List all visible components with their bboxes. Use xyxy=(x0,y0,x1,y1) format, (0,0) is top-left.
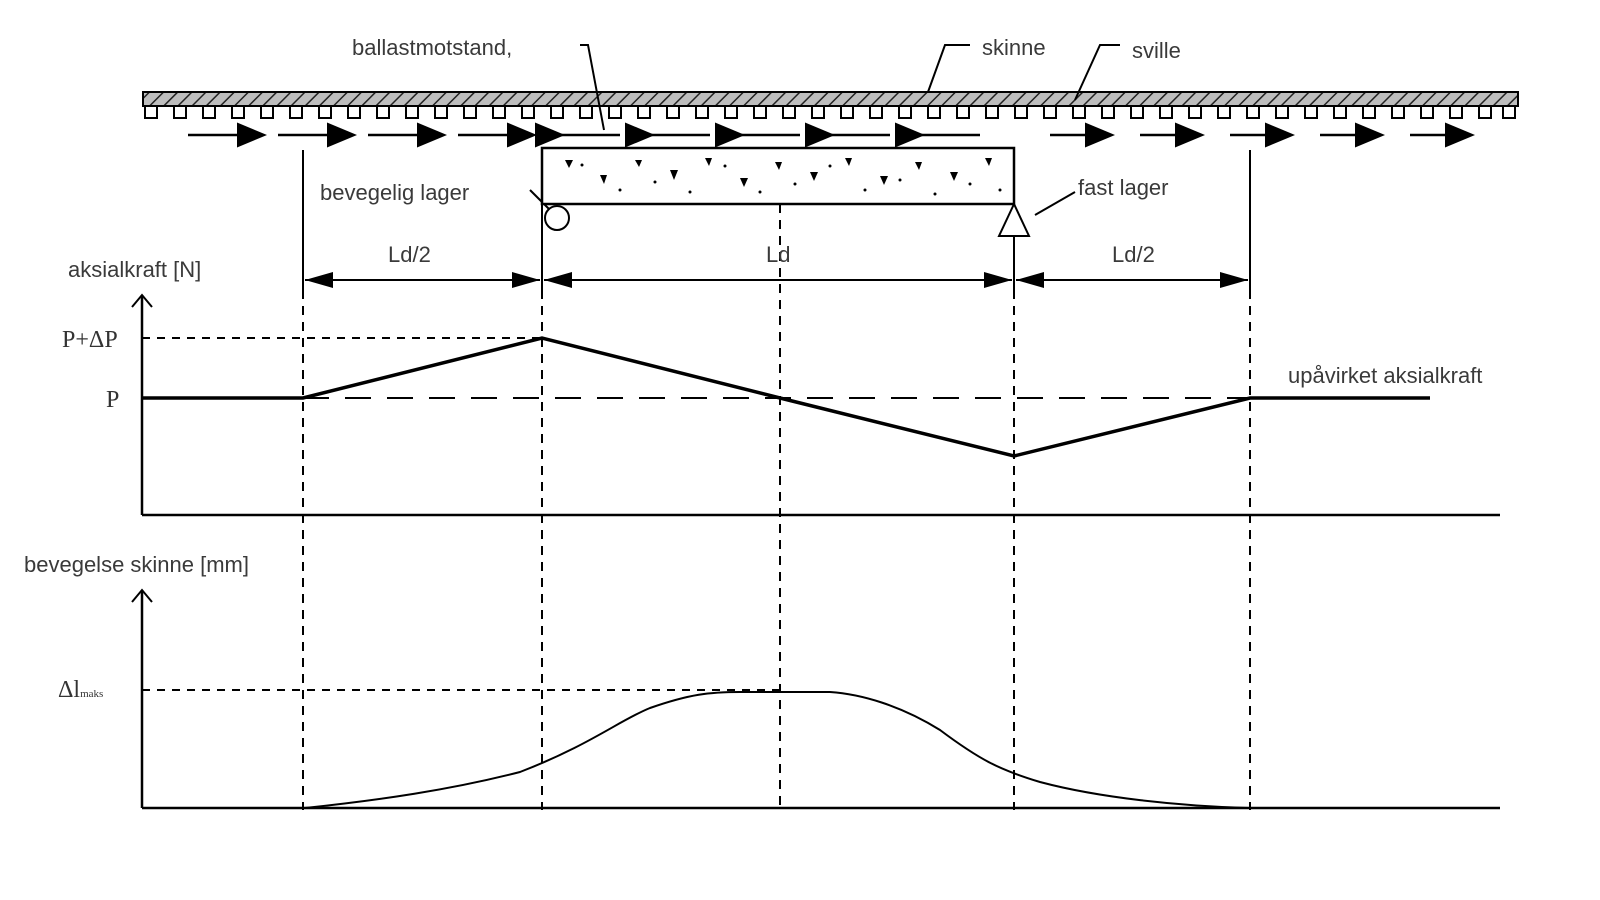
axial-force-chart xyxy=(131,293,1500,517)
tick-p: P xyxy=(106,387,119,413)
bridge-deck xyxy=(540,146,1016,206)
dashed-reference-lines xyxy=(302,204,1251,810)
span-left-label: Ld/2 xyxy=(388,242,431,267)
span-right-label: Ld/2 xyxy=(1112,242,1155,267)
span-mid-label: Ld xyxy=(766,242,790,267)
sleeper-label: sville xyxy=(1132,38,1181,63)
rail-movement-axis-label: bevegelse skinne [mm] xyxy=(24,552,249,577)
rail xyxy=(142,91,1519,107)
ballast-resistance-label: ballastmotstand, xyxy=(352,35,512,60)
sleepers xyxy=(144,105,1516,119)
movable-bearing-icon xyxy=(544,205,570,231)
fixed-bearing-label: fast lager xyxy=(1078,175,1169,200)
rail-movement-chart xyxy=(131,588,1500,810)
fixed-bearing-icon xyxy=(997,201,1031,237)
tick-delta-l-max: Δlmaks xyxy=(58,677,103,703)
rail-label: skinne xyxy=(982,35,1046,60)
axial-force-axis-label: aksialkraft [N] xyxy=(68,257,201,282)
crop-mask xyxy=(1528,355,1600,395)
tick-p-plus-delta: P+ΔP xyxy=(62,327,118,353)
movable-bearing-label: bevegelig lager xyxy=(320,180,469,205)
leader-lines xyxy=(529,44,1120,216)
vertical-reference-lines xyxy=(302,150,1251,290)
unaffected-axial-label: upåvirket aksialkraft xyxy=(1288,363,1482,388)
